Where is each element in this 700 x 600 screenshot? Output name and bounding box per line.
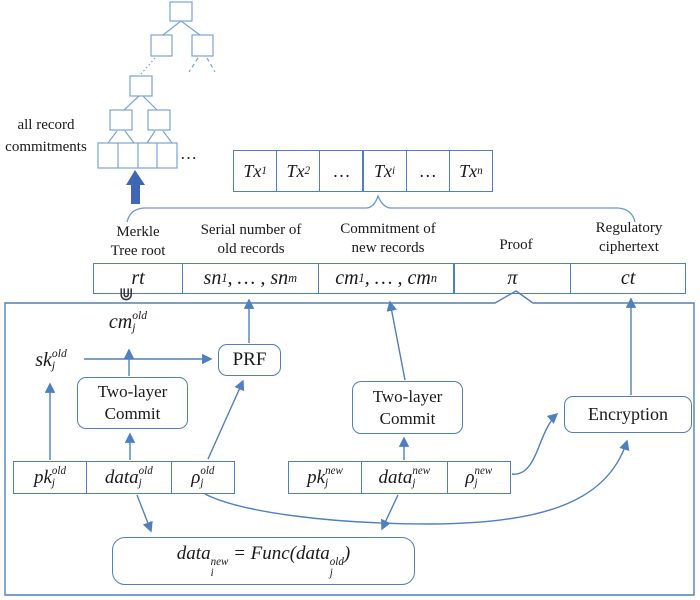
field-proof: π [453, 263, 572, 294]
tree-caption: all record commitments [0, 114, 92, 158]
field-caption-proof: Proof [466, 236, 566, 255]
caption-line: Commitment of [340, 221, 436, 237]
tree-node [191, 34, 214, 57]
two-layer-commit-new-box: Two-layer Commit [352, 381, 463, 434]
commit-label-line: Commit [379, 408, 436, 428]
tree-node [147, 109, 171, 131]
caption-line: ciphertext [599, 239, 659, 255]
arrow-data-old-to-func [136, 494, 153, 533]
commit-label-line: Two-layer [372, 386, 443, 406]
arrow-rho-old-to-encryption [204, 439, 630, 525]
tree-edge-dashed [206, 57, 216, 73]
tree-edge [142, 95, 158, 111]
tree-edge [124, 130, 135, 144]
tx-cell-ellipsis: … [405, 150, 450, 192]
caption-line: Serial number of [200, 222, 302, 238]
tree-root-node [169, 1, 193, 22]
field-rt: rt [93, 263, 183, 294]
tree-edge [123, 95, 140, 111]
field-caption-commitments: Commitment of new records [308, 220, 468, 258]
field-caption-merkle-root: Merkle Tree root [88, 223, 188, 261]
prf-label: PRF [232, 349, 267, 370]
caption-line: Regulatory [595, 220, 663, 236]
caption-line: Proof [499, 237, 533, 253]
leaf-ellipsis: … [180, 144, 197, 163]
tree-node [109, 109, 133, 131]
arrow-rho-new-to-encryption [511, 412, 559, 475]
tree-node [129, 75, 153, 97]
tree-edge [162, 20, 182, 36]
tree-edge-dotted [140, 57, 156, 75]
tree-caption-line: all record [17, 117, 75, 133]
prf-box: PRF [218, 344, 281, 376]
tx-cell-ellipsis: … [319, 150, 364, 192]
membership-symbol: ⋓ [118, 284, 134, 305]
two-layer-commit-old-box: Two-layer Commit [77, 377, 188, 429]
tree-edge [162, 130, 173, 144]
field-ciphertext: ct [570, 263, 686, 294]
statement-box [4, 290, 695, 596]
arrow-commit2-to-cm-field [386, 300, 406, 381]
tree-edge [146, 130, 156, 144]
caption-line: Merkle [116, 224, 160, 240]
tree-edge-dashed [188, 57, 199, 73]
tree-edge [107, 130, 118, 144]
field-caption-regulatory: Regulatory ciphertext [568, 219, 690, 257]
tx-brace [126, 194, 636, 223]
encryption-label: Encryption [588, 404, 668, 424]
tree-caption-line: commitments [5, 139, 87, 155]
caption-line: Tree root [110, 243, 166, 259]
encryption-box: Encryption [564, 396, 692, 433]
caption-line: old records [217, 241, 285, 257]
caption-line: new records [351, 240, 425, 256]
merkle-tree [97, 1, 216, 169]
arrow-rho-old-to-prf [207, 379, 245, 460]
tree-edge [180, 20, 201, 36]
commit-label-line: Two-layer [97, 382, 168, 401]
tree-node [150, 34, 173, 57]
field-caption-serial-numbers: Serial number of old records [171, 221, 331, 259]
commit-label-line: Commit [104, 404, 161, 423]
commitment-insert-arrow [126, 170, 145, 204]
